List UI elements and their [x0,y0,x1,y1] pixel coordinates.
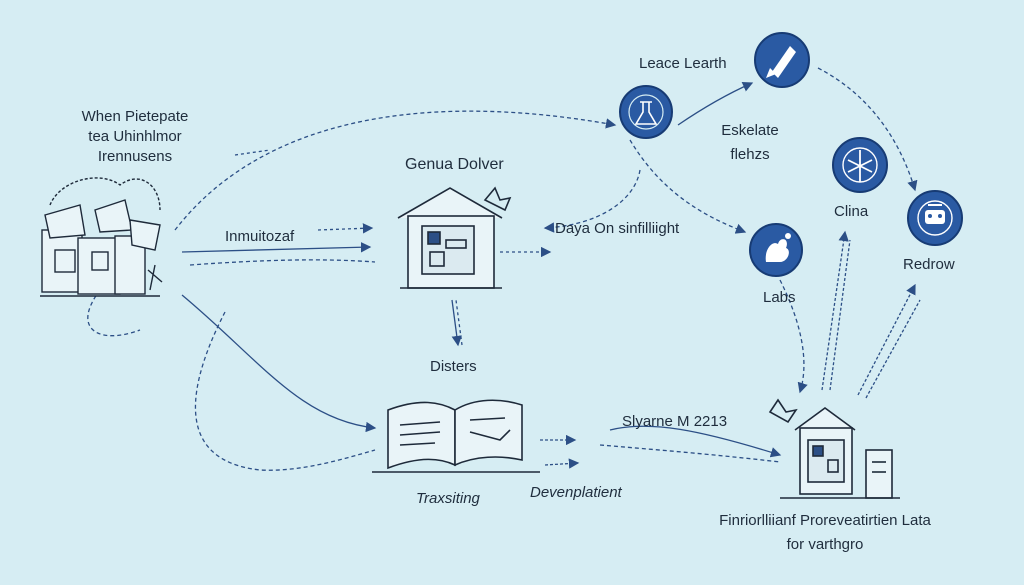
slyarne-label: Slyarne M 2213 [622,413,728,430]
disters-label: Disters [430,358,477,375]
labs-tree-icon [749,223,803,277]
connector [629,139,747,234]
clina-label: Clina [834,203,869,220]
eskelate-label-line2: flehzs [730,146,770,163]
document-pile-icon [40,177,163,297]
connector [181,294,377,433]
connector [87,289,141,337]
bottom-right-label-line1: Finriorlliianf Proreveatirtien Lata [719,512,931,529]
genua-dolver-label: Genua Dolver [405,156,504,173]
top-left-label-line1: When Pietepate [81,108,189,125]
top-left-label-line3: Irennusens [97,148,173,165]
connector [181,242,372,253]
connector [194,311,376,471]
robot-icon [907,190,963,246]
connector [821,230,849,391]
connector [865,299,921,399]
open-book-icon [372,399,540,473]
inmuitozaf-label: Inmuitozaf [225,228,295,245]
bottom-right-label-line2: for varthgro [786,536,864,553]
connector [451,299,462,347]
connector [609,425,782,458]
connector [817,67,918,192]
connector [543,169,641,233]
devenplatient-label: Devenplatient [530,484,622,501]
rocket-icon [754,32,810,88]
connector [779,279,808,394]
gear-person-icon [832,137,888,193]
house-document-icon [768,398,900,499]
connector [599,444,781,463]
house-document-icon [397,186,512,289]
traxsiting-label: Traxsiting [416,490,480,507]
redrow-label: Redrow [903,256,955,273]
connector [174,110,617,231]
connector [677,81,754,126]
connectors [87,67,921,471]
connector [455,299,463,346]
daya-label: Daya On sinfilliight [555,220,680,237]
connector [544,458,580,469]
connector [829,239,851,391]
eskelate-label-line1: Eskelate [721,122,779,139]
connector [189,259,376,266]
lab-flask-icon [619,85,673,139]
top-left-label-line2: tea Uhinhlmor [88,128,182,145]
labs-label: Labs [763,289,796,306]
connector [857,283,916,396]
leace-learth-label: Leace Learth [639,55,727,72]
connector [317,223,374,234]
connector [234,149,271,156]
